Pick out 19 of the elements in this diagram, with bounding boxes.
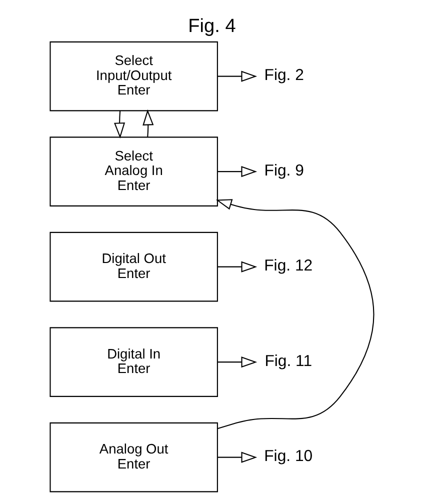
- node-text: Fig. 12: [264, 258, 312, 275]
- arrow: [217, 356, 257, 368]
- arrow: [215, 199, 374, 430]
- node-box: Select Analog In Enter: [49, 136, 218, 206]
- arrow: [217, 70, 257, 82]
- node-text: Fig. 11: [264, 352, 312, 370]
- diagram-title: Fig. 4: [188, 16, 236, 37]
- arrow: [142, 109, 154, 137]
- node-box: Digital In Enter: [49, 327, 218, 397]
- arrow: [217, 261, 257, 272]
- node-text: Fig. 9: [264, 162, 304, 180]
- node-box: Analog Out Enter: [49, 422, 218, 492]
- arrow: [217, 166, 257, 178]
- node-text: Fig. 2: [264, 67, 304, 84]
- arrow: [217, 452, 257, 463]
- node-text: Fig. 10: [264, 448, 312, 466]
- node-box: Digital Out Enter: [49, 232, 218, 302]
- node-box: Select Input/Output Enter: [49, 41, 218, 112]
- arrow: [113, 110, 125, 139]
